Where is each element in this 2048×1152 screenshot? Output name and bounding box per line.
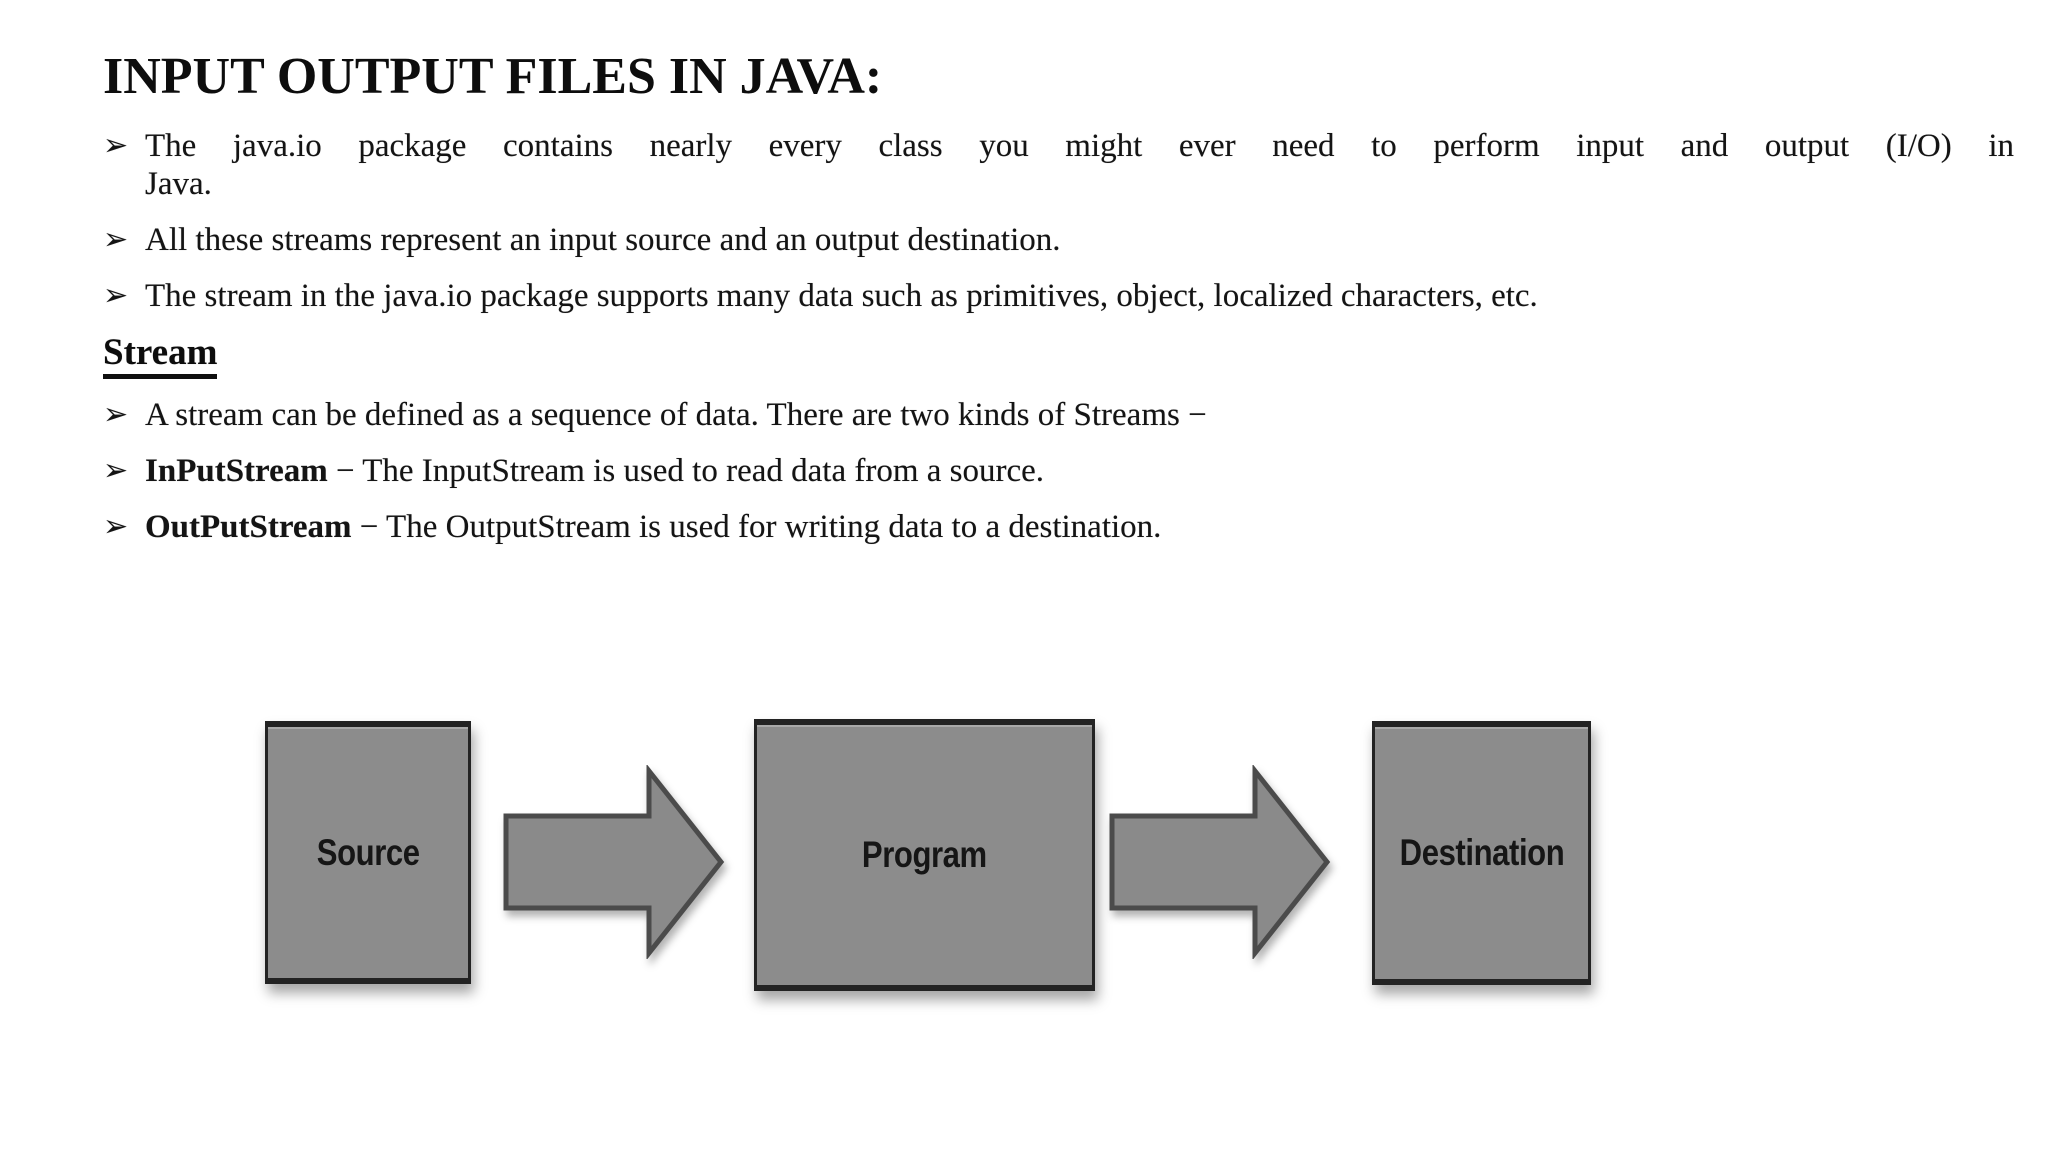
bullet-inputstream: ➢ InPutStream − The InputStream is used … — [103, 452, 2014, 490]
document-body: INPUT OUTPUT FILES IN JAVA: ➢ The java.i… — [103, 48, 2014, 564]
bullet-text: A stream can be defined as a sequence of… — [145, 396, 1207, 433]
term-outputstream: OutPutStream — [145, 508, 352, 545]
bullet-text-line: Java. — [145, 165, 212, 202]
bullet-outputstream: ➢ OutPutStream − The OutputStream is use… — [103, 508, 2014, 546]
diagram-node-destination: Destination — [1372, 721, 1591, 985]
bullet-arrowhead-icon: ➢ — [103, 277, 129, 313]
bullet-java-io-package: ➢ The java.io package contains nearly ev… — [103, 127, 2014, 203]
bullet-text: The stream in the java.io package suppor… — [145, 277, 1538, 314]
bullet-arrowhead-icon: ➢ — [103, 396, 129, 432]
flow-right-arrow-icon — [1109, 765, 1331, 959]
node-label-destination: Destination — [1399, 832, 1564, 873]
bullet-streams-represent: ➢ All these streams represent an input s… — [103, 221, 2014, 259]
section-heading-wrap: Stream — [103, 332, 2014, 379]
bullet-text: All these streams represent an input sou… — [145, 221, 1061, 258]
diagram-node-source: Source — [265, 721, 471, 984]
bullet-text: − The InputStream is used to read data f… — [327, 452, 1045, 489]
section-heading-stream: Stream — [103, 332, 218, 379]
node-label-source: Source — [316, 831, 420, 873]
bullet-text-line: The java.io package contains nearly ever… — [145, 127, 2014, 164]
flow-right-arrow-icon — [503, 765, 725, 959]
bullet-arrowhead-icon: ➢ — [103, 127, 129, 163]
diagram-node-program: Program — [754, 719, 1095, 991]
node-label-program: Program — [862, 834, 987, 875]
bullet-arrowhead-icon: ➢ — [103, 452, 129, 488]
bullet-stream-supports-data: ➢ The stream in the java.io package supp… — [103, 277, 2014, 315]
term-inputstream: InPutStream — [145, 452, 328, 489]
bullet-arrowhead-icon: ➢ — [103, 221, 129, 257]
page-title: INPUT OUTPUT FILES IN JAVA: — [103, 48, 883, 105]
bullet-text: − The OutputStream is used for writing d… — [351, 508, 1162, 545]
bullet-arrowhead-icon: ➢ — [103, 508, 129, 544]
bullet-stream-definition: ➢ A stream can be defined as a sequence … — [103, 396, 2014, 434]
